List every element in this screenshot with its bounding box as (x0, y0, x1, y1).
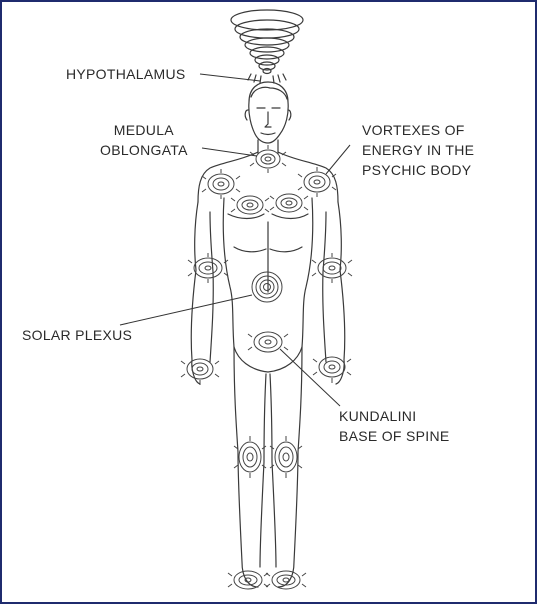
leader-medula (202, 148, 257, 156)
leader-vortexes (326, 145, 350, 174)
label-kundalini: KUNDALINI BASE OF SPINE (339, 406, 450, 446)
left-arm (191, 202, 213, 384)
crown-vortex (231, 10, 303, 83)
label-vortexes-of-energy: VORTEXES OF ENERGY IN THE PSYCHIC BODY (362, 120, 474, 180)
label-hypothalamus: HYPOTHALAMUS (66, 64, 186, 84)
label-medula-oblongata: MEDULA OBLONGATA (100, 120, 188, 160)
label-solar-plexus: SOLAR PLEXUS (22, 325, 132, 345)
leader-kundalini (280, 349, 340, 406)
hips (234, 347, 302, 372)
